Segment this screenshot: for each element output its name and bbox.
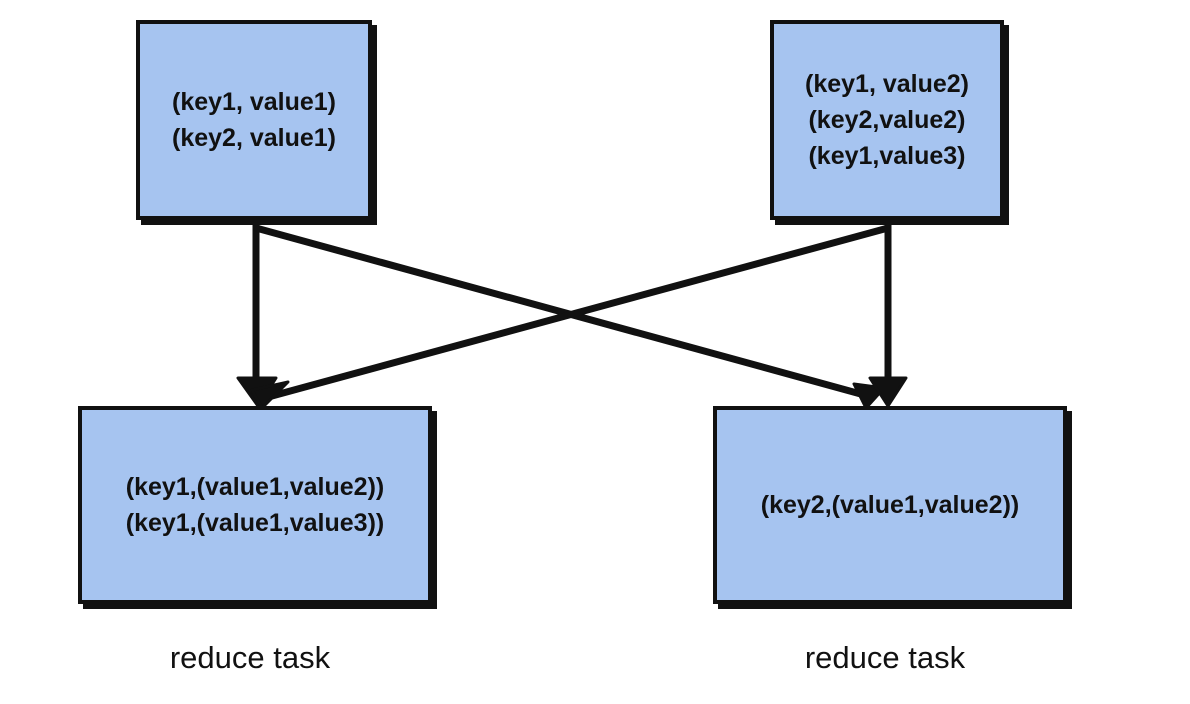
arrow-map2-to-reduce1 [268, 224, 892, 400]
arrowhead-down-right [868, 376, 908, 408]
grouped-pair-text: (key2,(value1,value2)) [760, 491, 1020, 519]
map-output-box-1: (key1, value1) (key2, value1) [136, 20, 372, 220]
map-output-box-2: (key1, value2) (key2,value2) (key1,value… [770, 20, 1004, 220]
reduce-task-label-1: reduce task [169, 640, 331, 675]
pair-text: (key1,value3) [808, 142, 966, 170]
arrow-map1-to-reduce2 [252, 224, 872, 400]
reduce-input-box-2: (key2,(value1,value2)) [713, 406, 1067, 604]
pair-text: (key2, value1) [172, 124, 336, 152]
pair-text: (key2,value2) [808, 106, 966, 134]
grouped-pair-text: (key1,(value1,value3)) [125, 509, 385, 537]
reduce-task-label-2: reduce task [804, 640, 966, 675]
pair-text: (key1, value1) [172, 88, 336, 116]
arrowhead-diag-left [250, 380, 290, 410]
pair-text: (key1, value2) [805, 70, 969, 98]
reduce-input-box-1: (key1,(value1,value2)) (key1,(value1,val… [78, 406, 432, 604]
grouped-pair-text: (key1,(value1,value2)) [125, 473, 385, 501]
